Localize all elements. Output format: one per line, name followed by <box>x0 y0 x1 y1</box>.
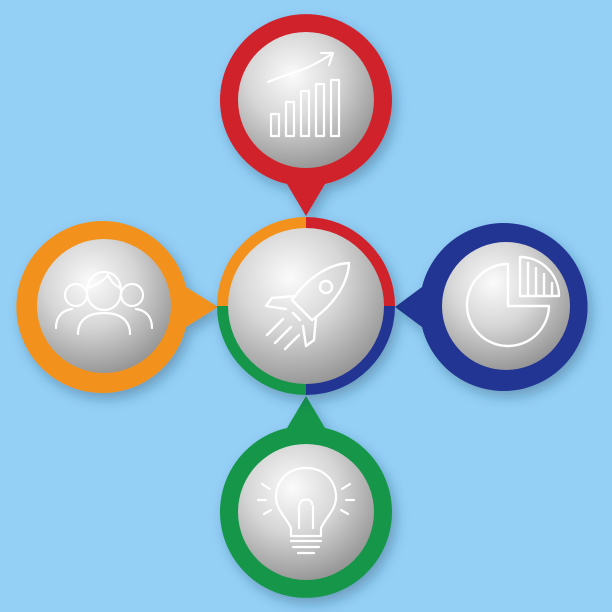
node-bottom-disc <box>238 444 374 580</box>
node-right-disc <box>442 242 570 370</box>
node-left-disc <box>37 239 171 373</box>
growth-bar-chart-icon <box>266 51 341 138</box>
node-bottom <box>219 396 392 598</box>
node-top-disc <box>238 32 374 168</box>
center-hub <box>217 217 395 395</box>
pie-chart-icon <box>465 255 561 348</box>
node-right <box>395 223 588 391</box>
team-users-icon <box>54 270 154 336</box>
center-disc <box>228 228 384 384</box>
node-left <box>16 220 219 393</box>
lightbulb-icon <box>256 466 356 555</box>
rocket-icon <box>264 261 351 351</box>
